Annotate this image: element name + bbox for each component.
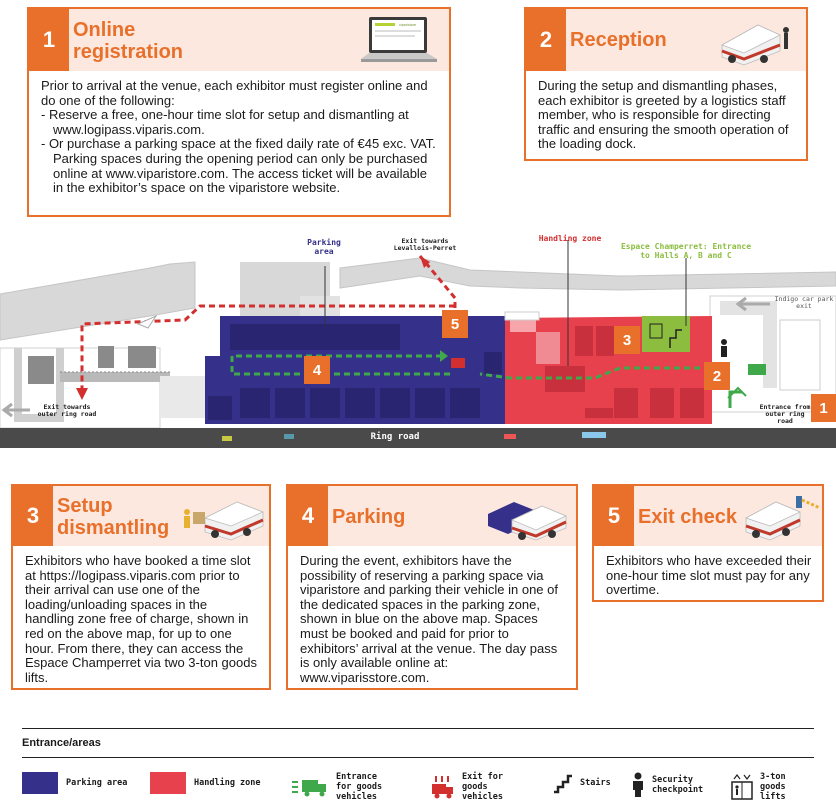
legend-item-stairs: Stairs [552, 772, 611, 794]
card-exit-check: 5 Exit check Exhibitors who have exceede… [592, 484, 824, 602]
legend: Entrance/areas Parking area Handling zon… [22, 728, 814, 802]
card-number: 1 [29, 9, 69, 71]
label-indigo-exit: Indigo car park exit [774, 295, 834, 310]
legend-item-parking: Parking area [22, 772, 127, 794]
card-online-registration: 1 Online registration viparistore Prior … [27, 7, 451, 217]
card-reception: 2 Reception During the setup and dismant… [524, 7, 808, 161]
card-header: 1 Online registration viparistore [29, 9, 449, 71]
card-number: 2 [526, 9, 566, 71]
card-header: 2 Reception [526, 9, 806, 71]
card-title: Setup dismantling [57, 495, 170, 539]
label-entrance-outer: Entrance from outer ring road [759, 403, 811, 425]
card-title: Reception [570, 29, 667, 51]
card-bullet: - Or purchase a parking space at the fix… [41, 136, 436, 196]
legend-title: Entrance/areas [22, 728, 814, 758]
label-exit-levallois: Exit towards Levallois-Perret [393, 237, 457, 252]
card-body: During the setup and dismantling phases,… [538, 78, 789, 152]
laptop-icon: viparistore [361, 17, 437, 62]
card-number: 5 [594, 486, 634, 546]
card-setup-dismantling: 3 Setup dismantling Exhibitors who have … [11, 484, 271, 690]
card-body: Prior to arrival at the venue, each exhi… [29, 71, 449, 196]
entrance-goods-icon [292, 780, 326, 797]
security-checkpoint-icon [721, 339, 727, 357]
card-header: 4 Parking [288, 486, 576, 546]
card-number: 4 [288, 486, 328, 546]
stairs-icon [554, 774, 572, 794]
venue-map: Parking area Exit towards Levallois-Perr… [0, 228, 836, 450]
card-number: 3 [13, 486, 53, 546]
map-badge-4: 4 [304, 356, 330, 384]
exit-truck-icon [451, 358, 465, 368]
map-graphic [0, 228, 836, 450]
goods-lift-icon [731, 774, 753, 800]
legend-item-exit: Exit for goods vehicles [430, 772, 528, 802]
map-badge-5: 5 [442, 310, 468, 338]
card-body: Exhibitors who have booked a time slot a… [25, 553, 257, 685]
card-parking: 4 Parking During the event, exhibitors h… [286, 484, 578, 690]
map-badge-1: 1 [811, 394, 836, 422]
legend-item-security: Security checkpoint [630, 772, 703, 798]
card-body: Exhibitors who have exceeded their one-h… [606, 553, 812, 598]
label-ring-road: Ring road [370, 432, 420, 442]
card-title: Online registration [73, 19, 184, 63]
label-parking-area: Parking area [307, 238, 341, 256]
card-title: Parking [332, 506, 406, 528]
exit-goods-icon [432, 776, 453, 799]
truck-with-barrier-icon [744, 496, 821, 541]
map-badge-3: 3 [614, 326, 640, 354]
label-exit-outer: Exit towards outer ring road [37, 403, 97, 418]
label-handling-zone: Handling zone [538, 234, 602, 243]
card-header: 3 Setup dismantling [13, 486, 269, 546]
legend-item-entrance: Entrance for goods vehicles [290, 772, 396, 802]
legend-item-handling: Handling zone [150, 772, 261, 794]
label-espace-champerret: Espace Champerret: Entrance to Halls A, … [620, 242, 752, 260]
card-body: During the event, exhibitors have the po… [300, 553, 558, 685]
card-title: Exit check [638, 506, 737, 528]
truck-icon [721, 24, 789, 66]
truck-with-cart-icon [184, 501, 265, 541]
map-badge-2: 2 [704, 362, 730, 390]
card-header: 5 Exit check [594, 486, 822, 546]
stairs-icon [669, 329, 682, 348]
parked-trucks-icon [488, 502, 567, 541]
legend-item-lifts: 3-ton goods lifts [730, 772, 812, 802]
card-bullet: - Reserve a free, one-hour time slot for… [41, 107, 409, 137]
entrance-truck-icon [748, 364, 766, 375]
security-checkpoint-icon [633, 772, 643, 797]
handling-swatch [150, 772, 186, 794]
parking-swatch [22, 772, 58, 794]
card-intro: Prior to arrival at the venue, each exhi… [41, 78, 428, 108]
laptop-screen-label: viparistore [399, 23, 416, 27]
